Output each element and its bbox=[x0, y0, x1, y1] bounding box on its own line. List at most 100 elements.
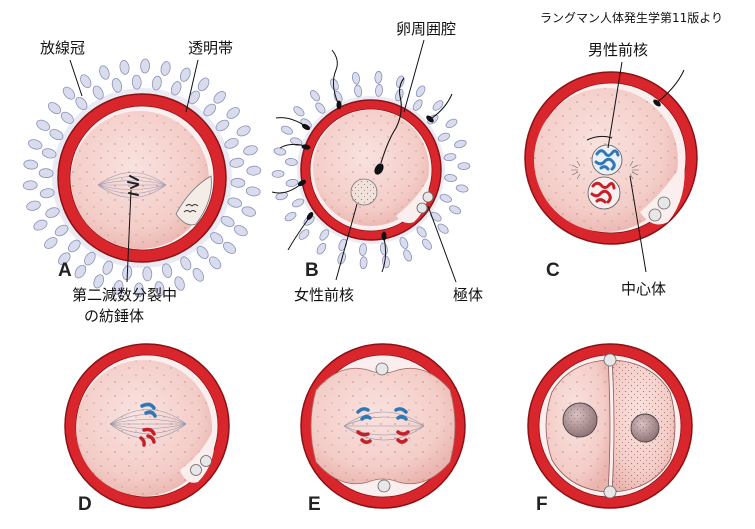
corona-cell bbox=[445, 118, 458, 129]
female-pronucleus-texture bbox=[351, 179, 377, 205]
corona-cell bbox=[133, 282, 144, 298]
corona-cell bbox=[310, 90, 320, 102]
perivitelline-gap bbox=[640, 160, 685, 225]
panel-f: F bbox=[527, 343, 693, 515]
corona-cell bbox=[319, 229, 330, 241]
corona-cell bbox=[170, 81, 182, 96]
corona-cell bbox=[455, 184, 469, 193]
corona-cell bbox=[315, 102, 326, 114]
corona-cell bbox=[38, 168, 54, 179]
spindle-leader-line bbox=[126, 189, 132, 283]
panel-b: B bbox=[271, 39, 471, 283]
corona-cell bbox=[416, 226, 427, 238]
polar-body-bottom bbox=[603, 485, 617, 499]
sperm-tail bbox=[380, 77, 405, 164]
corona-cell bbox=[84, 251, 96, 266]
corona-cell bbox=[180, 256, 192, 271]
corona-cell bbox=[179, 67, 191, 82]
panel-letter-e: E bbox=[308, 494, 321, 515]
corona-cell bbox=[292, 198, 305, 208]
corona-cell bbox=[99, 65, 110, 80]
chromosomes-red bbox=[139, 427, 156, 447]
cytoplasm-granules bbox=[313, 110, 429, 226]
corona-cell bbox=[271, 169, 285, 178]
cytoplasm-granules bbox=[71, 111, 209, 249]
anaphase-spindle bbox=[343, 411, 425, 441]
label-polar-body: 極体 bbox=[453, 286, 483, 304]
corona-cell bbox=[280, 125, 293, 135]
corona-cell bbox=[284, 211, 297, 222]
corona-cell bbox=[226, 107, 240, 119]
corona-cell bbox=[92, 85, 104, 100]
corona-cell bbox=[236, 125, 251, 137]
corona-cell bbox=[208, 256, 222, 270]
polar-body-1 bbox=[200, 455, 212, 467]
right-nucleus-texture bbox=[631, 414, 659, 442]
panel-d: D bbox=[64, 343, 230, 515]
corona-cell bbox=[196, 245, 209, 260]
corona-cell bbox=[382, 255, 390, 269]
corona-cell bbox=[22, 180, 38, 191]
corona-cell bbox=[62, 86, 76, 100]
corona-cell bbox=[243, 145, 258, 156]
corona-cell bbox=[75, 96, 88, 111]
panel-letter-a: A bbox=[58, 260, 72, 281]
corona-cell bbox=[412, 99, 423, 111]
corona-cell bbox=[316, 242, 327, 255]
corona-cell bbox=[359, 256, 368, 270]
corona-cell bbox=[437, 223, 449, 234]
corona-cell bbox=[338, 238, 348, 251]
centrosome bbox=[571, 160, 639, 180]
panel-e: E bbox=[300, 343, 466, 515]
corona-cell bbox=[174, 276, 185, 291]
corona-leader-line bbox=[69, 59, 83, 97]
corona-cell bbox=[230, 177, 246, 188]
corona-cell bbox=[210, 232, 224, 245]
polar-body-2 bbox=[648, 208, 662, 222]
sperm-head-at-zona bbox=[653, 99, 661, 107]
corona-cell bbox=[93, 274, 105, 289]
corona-cell bbox=[245, 186, 261, 197]
corona-cell bbox=[415, 85, 426, 98]
corona-cell bbox=[213, 90, 226, 104]
corona-cell bbox=[290, 137, 303, 147]
corona-cell bbox=[119, 60, 130, 75]
corona-cell bbox=[26, 200, 41, 211]
corona-cell bbox=[396, 75, 405, 88]
zona-leader-line bbox=[185, 59, 199, 113]
corona-cell bbox=[203, 103, 216, 117]
corona-cell bbox=[160, 61, 171, 76]
sperm-at-zona bbox=[271, 49, 453, 273]
label-centrosome: 中心体 bbox=[621, 280, 666, 298]
polar-body-chromosomes bbox=[183, 204, 199, 213]
corona-cell bbox=[49, 129, 64, 141]
panel-letter-d: D bbox=[78, 494, 92, 515]
panel-letter-c: C bbox=[546, 260, 560, 281]
corona-cell bbox=[330, 78, 339, 91]
corona-cell bbox=[41, 148, 57, 159]
panel-letter-b: B bbox=[305, 260, 319, 281]
polar-body-2 bbox=[416, 202, 428, 214]
corona-cell bbox=[23, 159, 39, 170]
polar-body-1 bbox=[657, 196, 671, 210]
male-pronucleus bbox=[591, 144, 623, 176]
corona-cell bbox=[131, 74, 142, 90]
corona-cell bbox=[285, 178, 299, 187]
perivitelline-leader-line bbox=[403, 39, 425, 113]
corona-cell bbox=[102, 260, 114, 275]
mitotic-spindle bbox=[109, 409, 187, 439]
corona-cell bbox=[39, 188, 55, 199]
corona-cell bbox=[224, 138, 239, 149]
corona-cell bbox=[437, 132, 450, 142]
female-pronucleus-leader-line bbox=[335, 203, 358, 281]
first-polar-body bbox=[175, 175, 212, 226]
corona-cell bbox=[375, 84, 383, 97]
corona-cell bbox=[47, 102, 62, 115]
corona-cell bbox=[197, 77, 210, 92]
corona-cell bbox=[140, 58, 151, 74]
panel-letter-f: F bbox=[536, 494, 548, 515]
corona-cell bbox=[439, 193, 452, 203]
corona-cell bbox=[54, 224, 69, 237]
spindle-chromosomes bbox=[127, 175, 139, 196]
corona-cell bbox=[142, 266, 153, 282]
